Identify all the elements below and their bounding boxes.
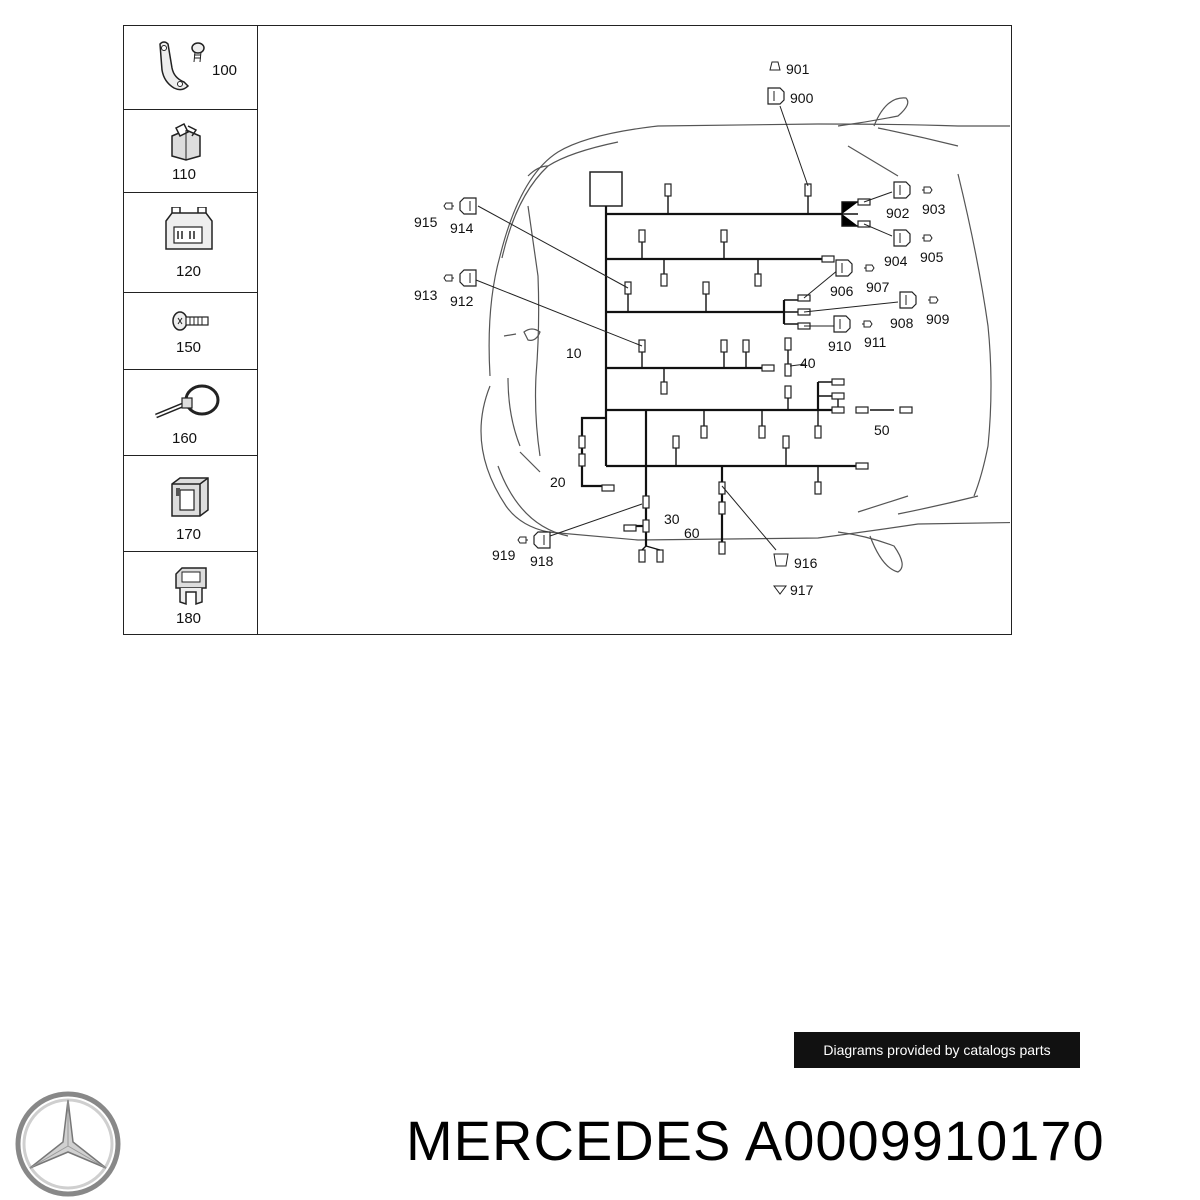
legend-cell-150: 150: [124, 293, 257, 370]
mercedes-star-icon: [15, 1091, 121, 1197]
callout-909: 909: [926, 311, 950, 327]
harness-wires: [580, 206, 862, 546]
callout-902: 902: [886, 205, 910, 221]
callout-910: 910: [828, 338, 852, 354]
callout-907: 907: [866, 279, 890, 295]
callout-60: 60: [684, 525, 700, 541]
callout-912: 912: [450, 293, 474, 309]
callout-908: 908: [890, 315, 914, 331]
callout-30: 30: [664, 511, 680, 527]
callout-917: 917: [790, 582, 814, 598]
wiring-harness-diagram: 901 900 902 903 904 905 906 907 908 909 …: [414, 61, 1010, 598]
cable-tie-icon: [155, 384, 220, 419]
part-number-label: 120: [176, 263, 202, 280]
callout-913: 913: [414, 287, 438, 303]
part-number-label: 100: [212, 62, 238, 79]
retainer-clip-icon: [175, 567, 207, 606]
brand-name: MERCEDES: [406, 1109, 732, 1172]
credit-banner: Diagrams provided by catalogs parts: [794, 1032, 1080, 1068]
callout-903: 903: [922, 201, 946, 217]
part-number-label: 180: [176, 610, 202, 627]
terminals: [443, 61, 939, 595]
callout-50: 50: [874, 422, 890, 438]
legend-cell-170: 170: [124, 456, 257, 552]
part-number-label: 150: [176, 339, 202, 356]
callout-905: 905: [920, 249, 944, 265]
callout-918: 918: [530, 553, 554, 569]
vehicle-outline: [480, 97, 1010, 573]
callout-911: 911: [864, 334, 887, 350]
callout-919: 919: [492, 547, 516, 563]
part-number-label: 160: [172, 430, 198, 447]
callout-labels: 901 900 902 903 904 905 906 907 908 909 …: [414, 61, 950, 598]
parts-legend: 100 110 120: [124, 26, 258, 634]
brand-title: MERCEDES A0009910170: [406, 1108, 1105, 1173]
bolt-icon: [172, 311, 209, 331]
diagram-frame: 100 110 120: [123, 25, 1012, 635]
connector-clip-icon: [165, 207, 213, 250]
callout-40: 40: [800, 355, 816, 371]
callout-901: 901: [786, 61, 810, 77]
holder-icon: [171, 477, 209, 517]
legend-cell-120: 120: [124, 193, 257, 293]
callout-914: 914: [450, 220, 474, 236]
part-number: A0009910170: [744, 1109, 1105, 1172]
callout-20: 20: [550, 474, 566, 490]
callout-915: 915: [414, 214, 438, 230]
legend-cell-110: 110: [124, 110, 257, 193]
callout-906: 906: [830, 283, 854, 299]
callout-916: 916: [794, 555, 818, 571]
clip-icon: [171, 122, 201, 161]
part-number-label: 170: [176, 526, 202, 543]
bracket-with-bolt-icon: [159, 41, 205, 91]
legend-cell-100: 100: [124, 26, 257, 110]
callout-10: 10: [566, 345, 582, 361]
callout-904: 904: [884, 253, 908, 269]
legend-cell-180: 180: [124, 552, 257, 636]
callout-900: 900: [790, 90, 814, 106]
legend-cell-160: 160: [124, 370, 257, 456]
control-unit: [589, 171, 623, 207]
connectors: [578, 183, 913, 563]
part-number-label: 110: [172, 166, 196, 183]
leader-lines: [475, 105, 899, 551]
